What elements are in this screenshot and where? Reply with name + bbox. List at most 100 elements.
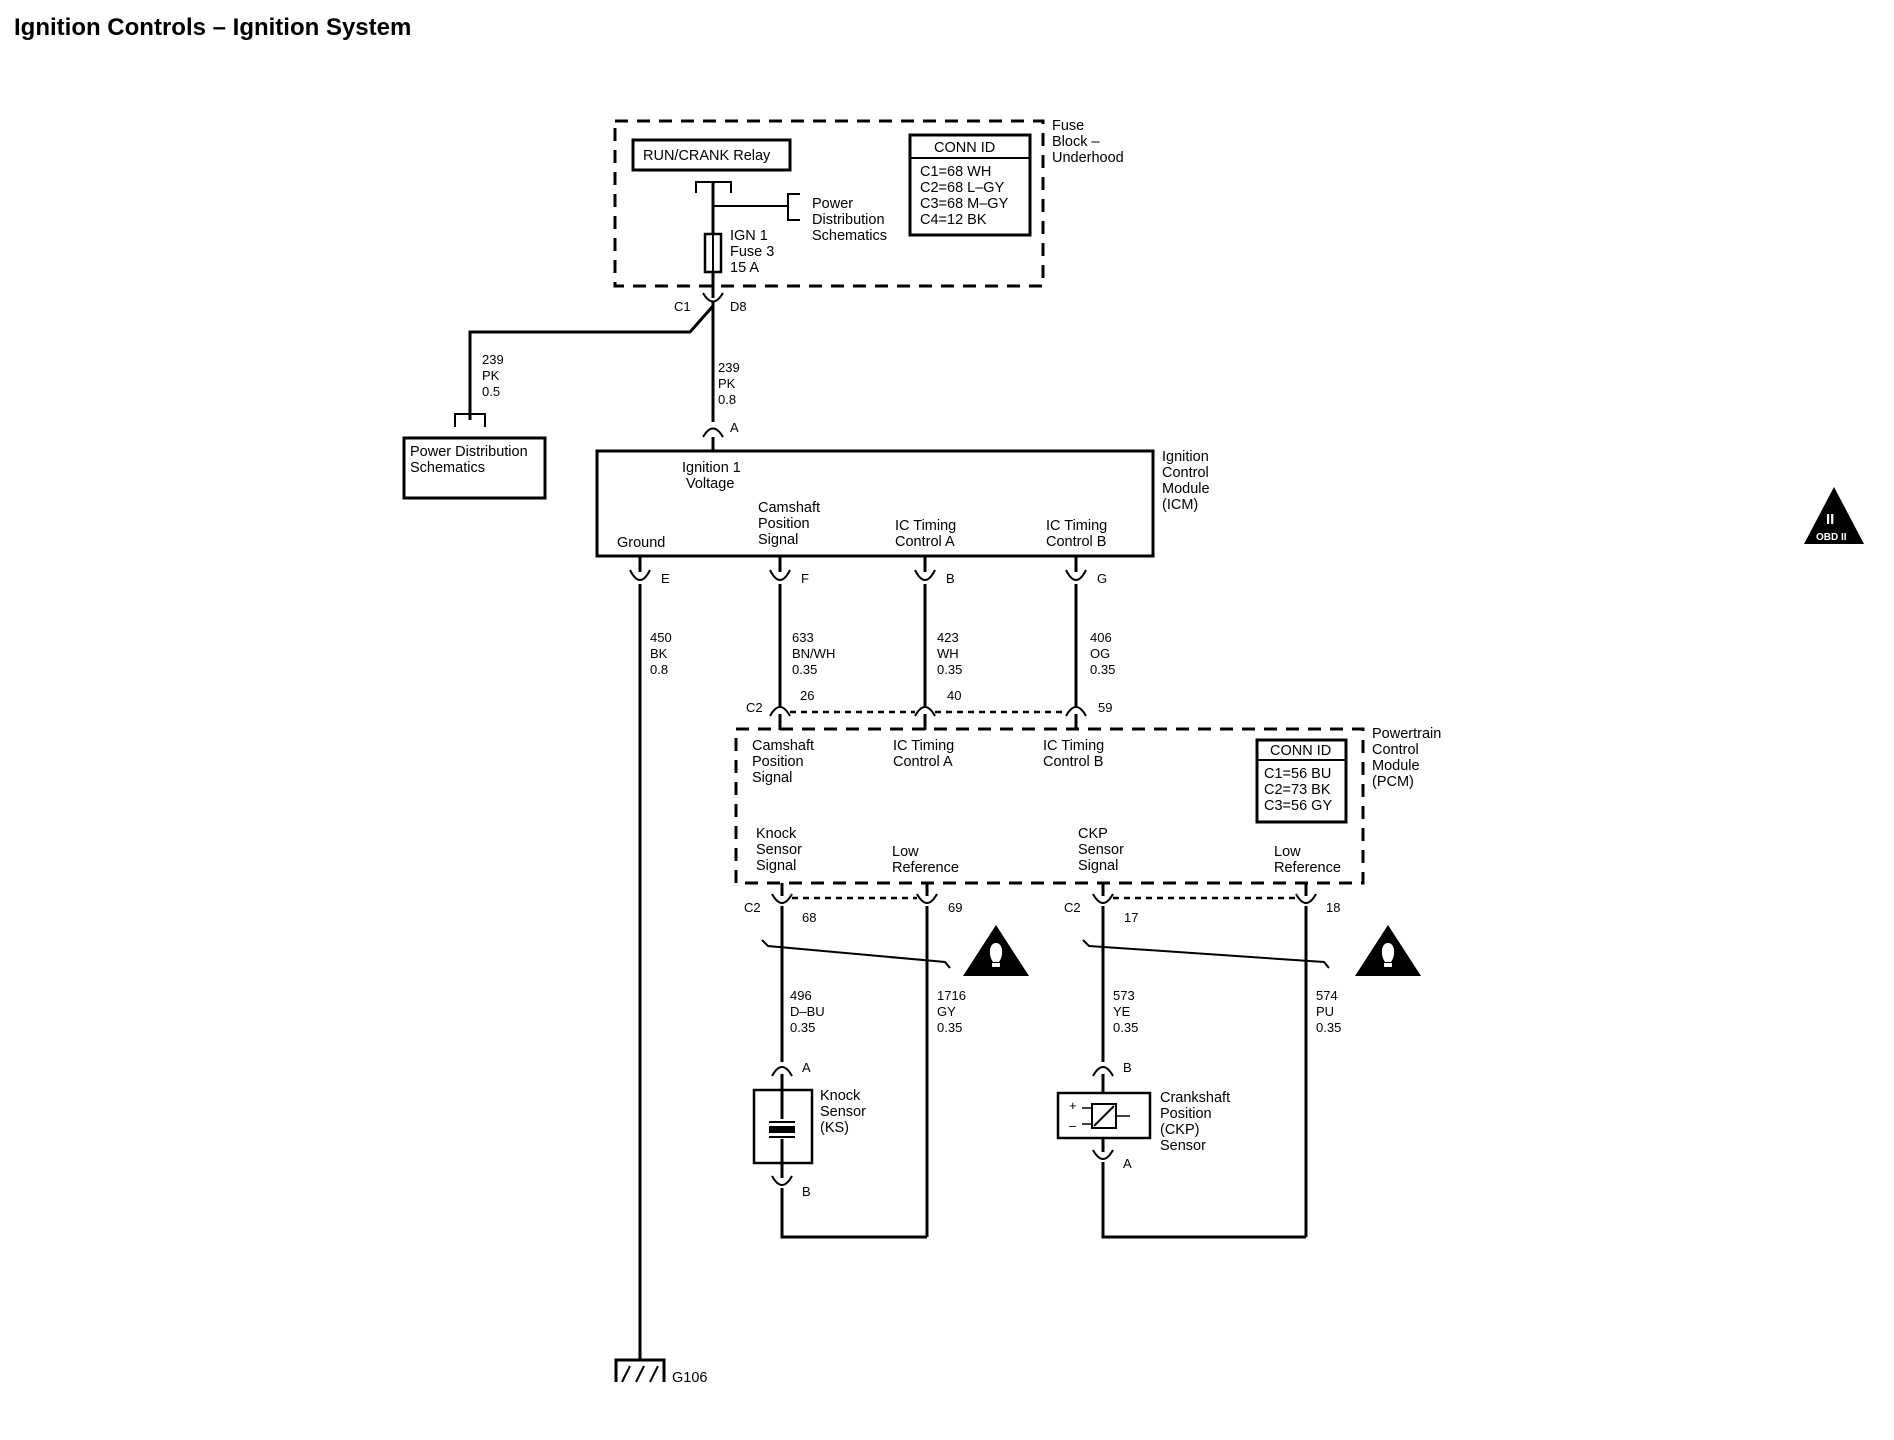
svg-text:Control: Control [1372,742,1419,758]
fuse-block-underhood: Fuse Block – Underhood RUN/CRANK Relay P… [613,118,1124,298]
svg-text:Voltage: Voltage [686,476,734,492]
svg-text:Powertrain: Powertrain [1372,726,1441,742]
power-distribution-box [402,436,547,500]
svg-text:69: 69 [948,900,962,915]
pcm-conn-id-table: CONN ID C1=56 BU C2=73 BK C3=56 GY [1255,738,1348,824]
svg-text:496: 496 [790,988,812,1003]
svg-text:Crankshaft: Crankshaft [1160,1090,1230,1106]
svg-text:PK: PK [718,376,736,391]
svg-text:0.8: 0.8 [718,392,736,407]
svg-text:59: 59 [1098,700,1112,715]
svg-text:Module: Module [1162,481,1210,497]
svg-text:A: A [1123,1156,1132,1171]
svg-text:Fuse 3: Fuse 3 [730,244,774,260]
svg-text:C1: C1 [674,299,691,314]
svg-text:Sensor: Sensor [820,1104,866,1120]
svg-text:–: – [1069,1118,1077,1133]
svg-text:239: 239 [718,360,740,375]
ckp-pin-a-connector [1092,1149,1114,1160]
svg-text:Control A: Control A [895,534,955,550]
ignition-control-module: Ignition Control Module (ICM) Ignition 1… [595,449,1210,558]
pcm-ic-a-label: IC Timing [893,738,954,754]
svg-text:C2: C2 [746,700,763,715]
pd-connector-icon [454,413,486,427]
svg-text:WH: WH [937,646,959,661]
icm-ign1-voltage-label: Ignition 1 [682,460,741,476]
svg-text:Control B: Control B [1043,754,1103,770]
svg-text:239: 239 [482,352,504,367]
svg-text:Position: Position [1160,1106,1212,1122]
pcm-c2-top-connector: C2 26 40 59 [746,688,1112,730]
ks-pin-b-connector [771,1175,793,1186]
svg-text:D–BU: D–BU [790,1004,825,1019]
pcm-ckp-label: CKP [1078,826,1108,842]
svg-text:RUN/CRANK Relay: RUN/CRANK Relay [643,148,771,164]
svg-text:Control B: Control B [1046,534,1106,550]
svg-text:68: 68 [802,910,816,925]
svg-text:Control A: Control A [893,754,953,770]
svg-text:A: A [802,1060,811,1075]
obd-ii-badge: II OBD II [1804,487,1864,544]
svg-text:40: 40 [947,688,961,703]
svg-text:B: B [1123,1060,1132,1075]
svg-text:Ignition: Ignition [1162,449,1209,465]
svg-text:633: 633 [792,630,814,645]
svg-text:Sensor: Sensor [756,842,802,858]
svg-text:Sensor: Sensor [1160,1138,1206,1154]
svg-text:D8: D8 [730,299,747,314]
svg-text:0.35: 0.35 [937,1020,962,1035]
fuse-label: IGN 1 [730,228,768,244]
icm-output-connectors: E F B G [629,556,1107,586]
svg-text:C2: C2 [1064,900,1081,915]
svg-text:II: II [1826,511,1834,528]
svg-text:C4=12 BK: C4=12 BK [920,212,987,228]
svg-text:GY: GY [937,1004,956,1019]
svg-text:YE: YE [1113,1004,1131,1019]
svg-text:Reference: Reference [892,860,959,876]
svg-text:C2=73 BK: C2=73 BK [1264,782,1331,798]
svg-text:+: + [1069,1098,1077,1113]
pcm-low-ref-label-2: Low [1274,844,1301,860]
svg-text:Signal: Signal [1078,858,1118,874]
svg-text:OBD II: OBD II [1816,532,1847,543]
ks-pin-a-connector [771,1066,793,1077]
knock-sensor-element-icon [769,1126,795,1133]
svg-text:C3=56 GY: C3=56 GY [1264,798,1332,814]
svg-text:C1=56 BU: C1=56 BU [1264,766,1331,782]
svg-text:(PCM): (PCM) [1372,774,1414,790]
svg-text:450: 450 [650,630,672,645]
power-distribution-ref: Power [812,196,853,212]
power-distribution-bracket [787,193,800,221]
svg-text:PU: PU [1316,1004,1334,1019]
svg-text:(ICM): (ICM) [1162,497,1198,513]
svg-text:Schematics: Schematics [410,460,485,476]
run-crank-relay [631,138,792,172]
ks-return-wire [780,1188,927,1239]
svg-text:Sensor: Sensor [1078,842,1124,858]
icm-ic-a-label: IC Timing [895,518,956,534]
pcm-c2-bottom-connectors: C2 68 69 C2 17 18 [744,883,1340,925]
svg-text:Position: Position [758,516,810,532]
svg-text:E: E [661,571,670,586]
svg-text:BN/WH: BN/WH [792,646,835,661]
svg-text:Block –: Block – [1052,134,1100,150]
knock-sensor [752,1088,814,1165]
pcm-cam-label: Camshaft [752,738,814,754]
svg-text:573: 573 [1113,988,1135,1003]
svg-text:0.8: 0.8 [650,662,668,677]
icm-ic-b-label: IC Timing [1046,518,1107,534]
svg-text:OG: OG [1090,646,1110,661]
svg-text:B: B [946,571,955,586]
svg-text:C3=68 M–GY: C3=68 M–GY [920,196,1009,212]
svg-text:G: G [1097,571,1107,586]
twisted-pair-ks-icon [761,939,951,969]
wire-239-pk-branch [468,302,715,420]
svg-text:Reference: Reference [1274,860,1341,876]
svg-text:Module: Module [1372,758,1420,774]
fuse-block-conn-id-table: CONN ID C1=68 WH C2=68 L–GY C3=68 M–GY C… [908,133,1032,237]
svg-text:Signal: Signal [756,858,796,874]
svg-text:BK: BK [650,646,668,661]
svg-text:Schematics: Schematics [812,228,887,244]
svg-text:CONN ID: CONN ID [1270,743,1331,759]
svg-text:18: 18 [1326,900,1340,915]
